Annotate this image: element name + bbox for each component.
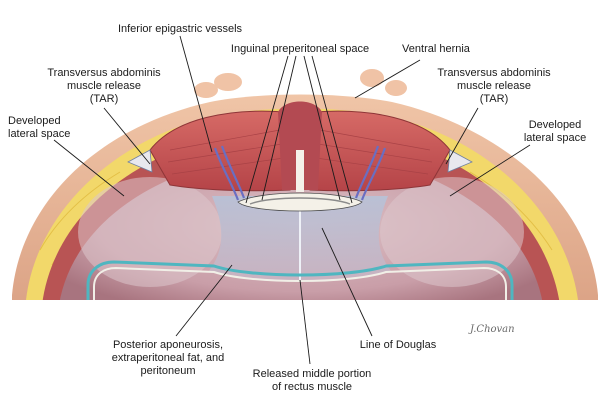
label-released-middle-2: of rectus muscle <box>272 381 352 393</box>
label-tar-right-2: muscle release <box>457 80 531 92</box>
epigastric-vessels-left <box>213 145 246 201</box>
peritoneum-outline <box>86 260 514 312</box>
lateral-space-right <box>380 177 524 287</box>
finger-left <box>214 73 242 91</box>
tar-release-left <box>127 149 153 173</box>
finger-right <box>360 69 384 87</box>
linea-alba <box>296 150 304 192</box>
bottom-wash <box>0 300 600 417</box>
lateral-space-left <box>78 177 222 287</box>
label-lateral-left-2: lateral space <box>8 128 70 140</box>
finger-left-2 <box>194 82 218 98</box>
label-inguinal-preperitoneal: Inguinal preperitoneal space <box>231 43 369 55</box>
artist-signature: J.Chovan <box>468 324 515 335</box>
tar-release-right <box>447 149 473 173</box>
label-tar-left-1: Transversus abdominis <box>47 67 161 79</box>
label-posterior-1: Posterior aponeurosis, <box>113 339 223 351</box>
label-lateral-left-1: Developed <box>8 115 61 127</box>
finger-right-2 <box>385 80 407 96</box>
label-tar-right-1: Transversus abdominis <box>437 67 551 79</box>
label-inferior-epigastric: Inferior epigastric vessels <box>118 23 243 35</box>
label-tar-right-3: (TAR) <box>480 93 509 105</box>
preperitoneal-space <box>237 192 363 212</box>
label-released-middle-1: Released middle portion <box>253 368 372 380</box>
epigastric-vessels-right <box>354 145 387 201</box>
leader-lines <box>53 35 531 365</box>
label-posterior-2: extraperitoneal fat, and <box>112 352 225 364</box>
hernia-sac <box>278 101 322 190</box>
label-lateral-right-1: Developed <box>529 119 582 131</box>
label-tar-left-2: muscle release <box>67 80 141 92</box>
label-lateral-right-2: lateral space <box>524 132 586 144</box>
label-line-of-douglas: Line of Douglas <box>360 339 437 351</box>
label-ventral-hernia: Ventral hernia <box>402 43 471 55</box>
label-posterior-3: peritoneum <box>140 365 195 377</box>
label-tar-left-3: (TAR) <box>90 93 119 105</box>
